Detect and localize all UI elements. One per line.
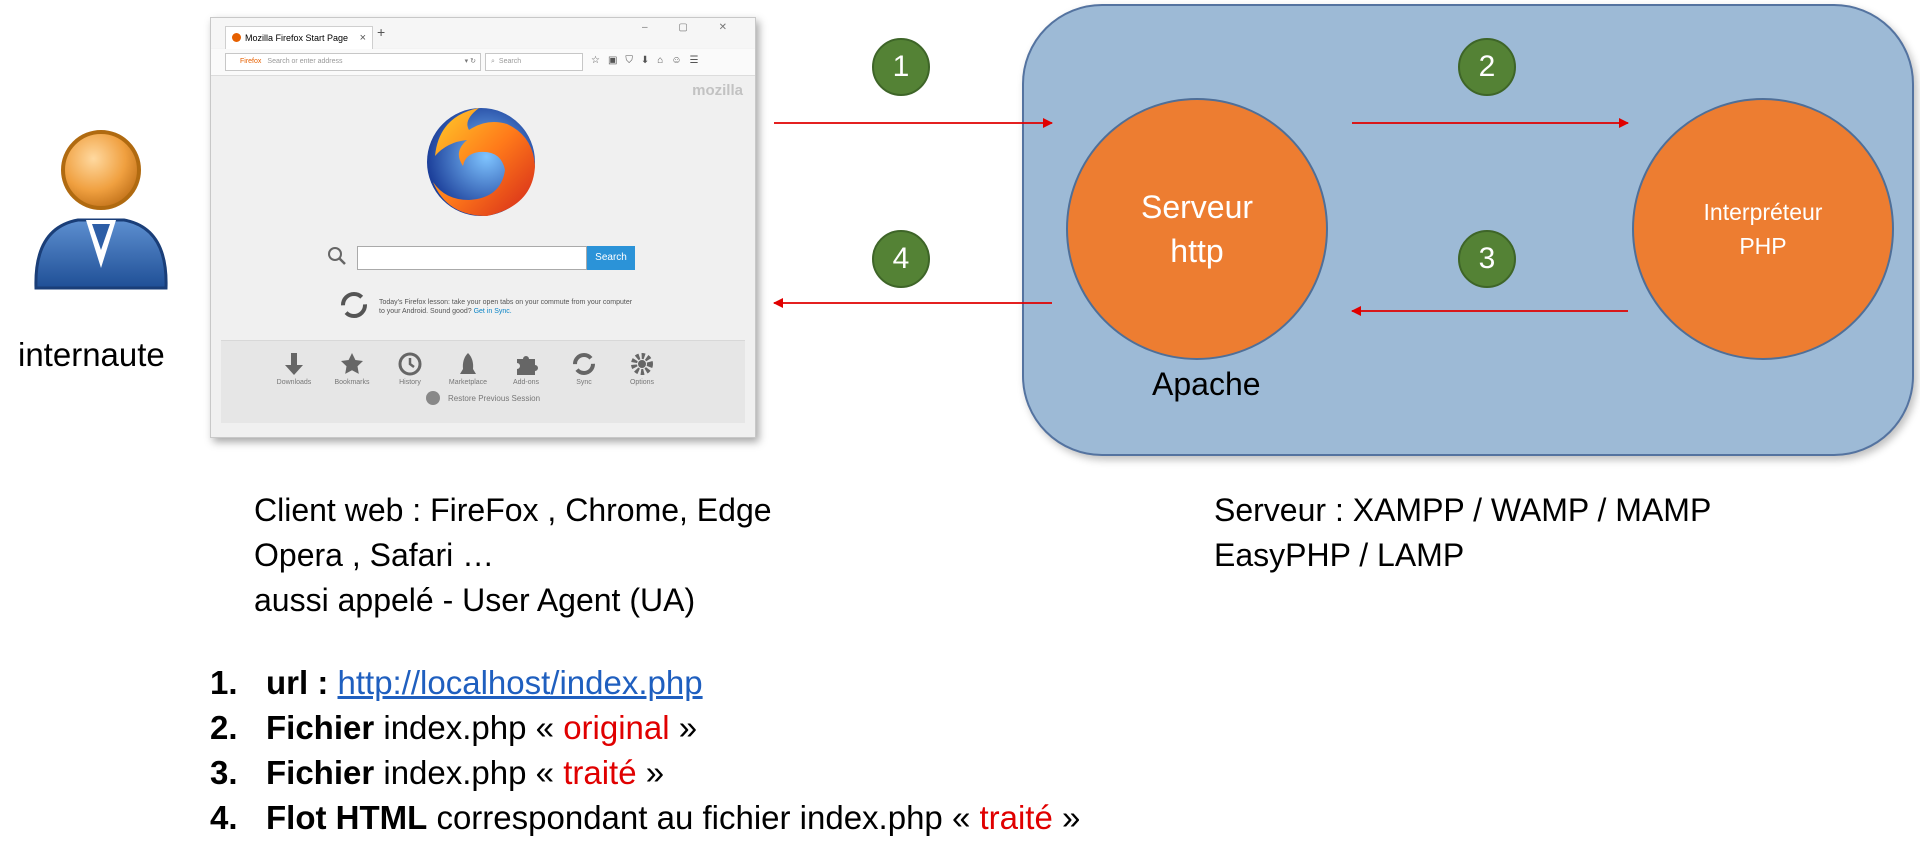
step-badge-2: 2 [1458,38,1516,96]
launcher-label: Options [629,379,655,386]
client-line: aussi appelé - User Agent (UA) [254,582,696,618]
browser-search-bar[interactable]: ⌕Search [485,53,583,71]
restore-label: Restore Previous Session [447,394,541,403]
client-description: Client web : FireFox , Chrome, Edge Oper… [254,488,772,623]
snippet-body: Today's Firefox lesson: take your open t… [379,299,633,315]
launcher-options[interactable]: Options [617,351,667,386]
step-number: 2. [210,709,238,746]
start-search-input[interactable] [357,246,587,270]
launcher-label: Sync [576,379,592,386]
step-text: » [1052,799,1081,836]
step-row-3: 3. Fichier index.php « traité » [210,750,1080,795]
step-number: 3. [210,754,238,791]
client-line: Opera , Safari … [254,537,495,573]
step-text: » [669,709,698,746]
server-line: Serveur : XAMPP / WAMP / MAMP [1214,492,1712,528]
launcher-bookmarks[interactable]: Bookmarks [327,351,377,386]
step-badge-4: 4 [872,230,930,288]
step-status: traité [979,799,1053,836]
server-description: Serveur : XAMPP / WAMP / MAMP EasyPHP / … [1214,488,1711,578]
download-icon [285,353,303,375]
url-bar[interactable]: Firefox Search or enter address ▾ ↻ [225,53,481,71]
step-text: correspondant au fichier index.php « [427,799,980,836]
search-icon [328,247,346,265]
server-line: EasyPHP / LAMP [1214,537,1465,573]
step-text: » [636,754,665,791]
sync-icon [573,353,595,375]
launcher-marketplace[interactable]: Marketplace [443,351,493,386]
browser-nav-bar: Firefox Search or enter address ▾ ↻ ⌕Sear… [211,49,755,76]
launcher-label: History [399,379,421,386]
steps-list: 1. url : http://localhost/index.php 2. Fic… [210,660,1080,840]
client-line: Client web : FireFox , Chrome, Edge [254,492,772,528]
reload-icon[interactable]: ▾ ↻ [464,58,476,65]
step-row-1: 1. url : http://localhost/index.php [210,660,1080,705]
launcher-label: Downloads [276,379,312,386]
launcher-downloads[interactable]: Downloads [269,351,319,386]
puzzle-icon [517,356,538,375]
user-icon [34,130,168,290]
step-status: original [563,709,670,746]
php-node-line1: Interpréteur [1703,199,1823,225]
http-node-line2: http [1170,233,1224,269]
restore-session-button[interactable]: Restore Previous Session [211,391,755,405]
star-icon [341,353,363,374]
http-server-node: Serveur http [1066,98,1328,360]
restore-icon [425,391,440,405]
step-keyword: url : [266,664,329,701]
step-row-4: 4. Flot HTML correspondant au fichier ind… [210,795,1080,840]
sync-icon [341,292,367,318]
user-label: internaute [18,336,165,373]
apache-label: Apache [1152,366,1261,402]
window-controls[interactable]: – ▢ ✕ [642,22,741,33]
url-placeholder: Search or enter address [267,58,343,65]
url-prefix: Firefox [240,58,262,65]
launcher-label: Bookmarks [334,379,370,386]
start-page: mozilla Search Today's Firefox [211,76,755,437]
search-placeholder: Search [498,58,522,65]
gear-icon [631,353,653,375]
clock-icon [398,352,422,376]
launcher-label: Add-ons [512,379,540,386]
launcher-addons[interactable]: Add-ons [501,351,551,386]
url-link[interactable]: http://localhost/index.php [337,664,703,701]
browser-tab-bar: Mozilla Firefox Start Page × + – ▢ ✕ [211,18,755,49]
step-number: 4. [210,799,238,836]
snippet-link[interactable]: Get in Sync. [473,308,512,315]
tab-close-icon[interactable]: × [359,32,366,44]
toolbar-icons[interactable]: ☆▣⛉⬇⌂☺☰ [591,55,707,66]
snippet-text: Today's Firefox lesson: take your open t… [379,298,639,316]
http-node-line1: Serveur [1140,189,1254,225]
launcher-history[interactable]: History [385,351,435,386]
step-keyword: Fichier [266,709,375,746]
launcher-sync[interactable]: Sync [559,351,609,386]
firefox-logo-icon [427,108,535,216]
mozilla-brand: mozilla [692,82,743,99]
php-node-line2: PHP [1739,233,1787,259]
step-status: traité [563,754,637,791]
launcher-bar: Downloads Bookmarks History Marketplace … [221,340,745,423]
step-text: index.php « [374,709,564,746]
firefox-favicon-icon [232,33,241,42]
browser-tab[interactable]: Mozilla Firefox Start Page × [225,26,373,49]
step-keyword: Flot HTML [266,799,428,836]
launcher-label: Marketplace [448,379,488,386]
new-tab-icon[interactable]: + [377,24,386,40]
rocket-icon [460,353,476,374]
step-row-2: 2. Fichier index.php « original » [210,705,1080,750]
tab-title: Mozilla Firefox Start Page [245,33,349,43]
step-text: index.php « [374,754,564,791]
browser-window: Mozilla Firefox Start Page × + – ▢ ✕ Fir… [210,17,756,438]
step-badge-3: 3 [1458,230,1516,288]
start-search-button[interactable]: Search [587,246,635,270]
step-number: 1. [210,664,238,701]
step-badge-1: 1 [872,38,930,96]
step-keyword: Fichier [266,754,375,791]
